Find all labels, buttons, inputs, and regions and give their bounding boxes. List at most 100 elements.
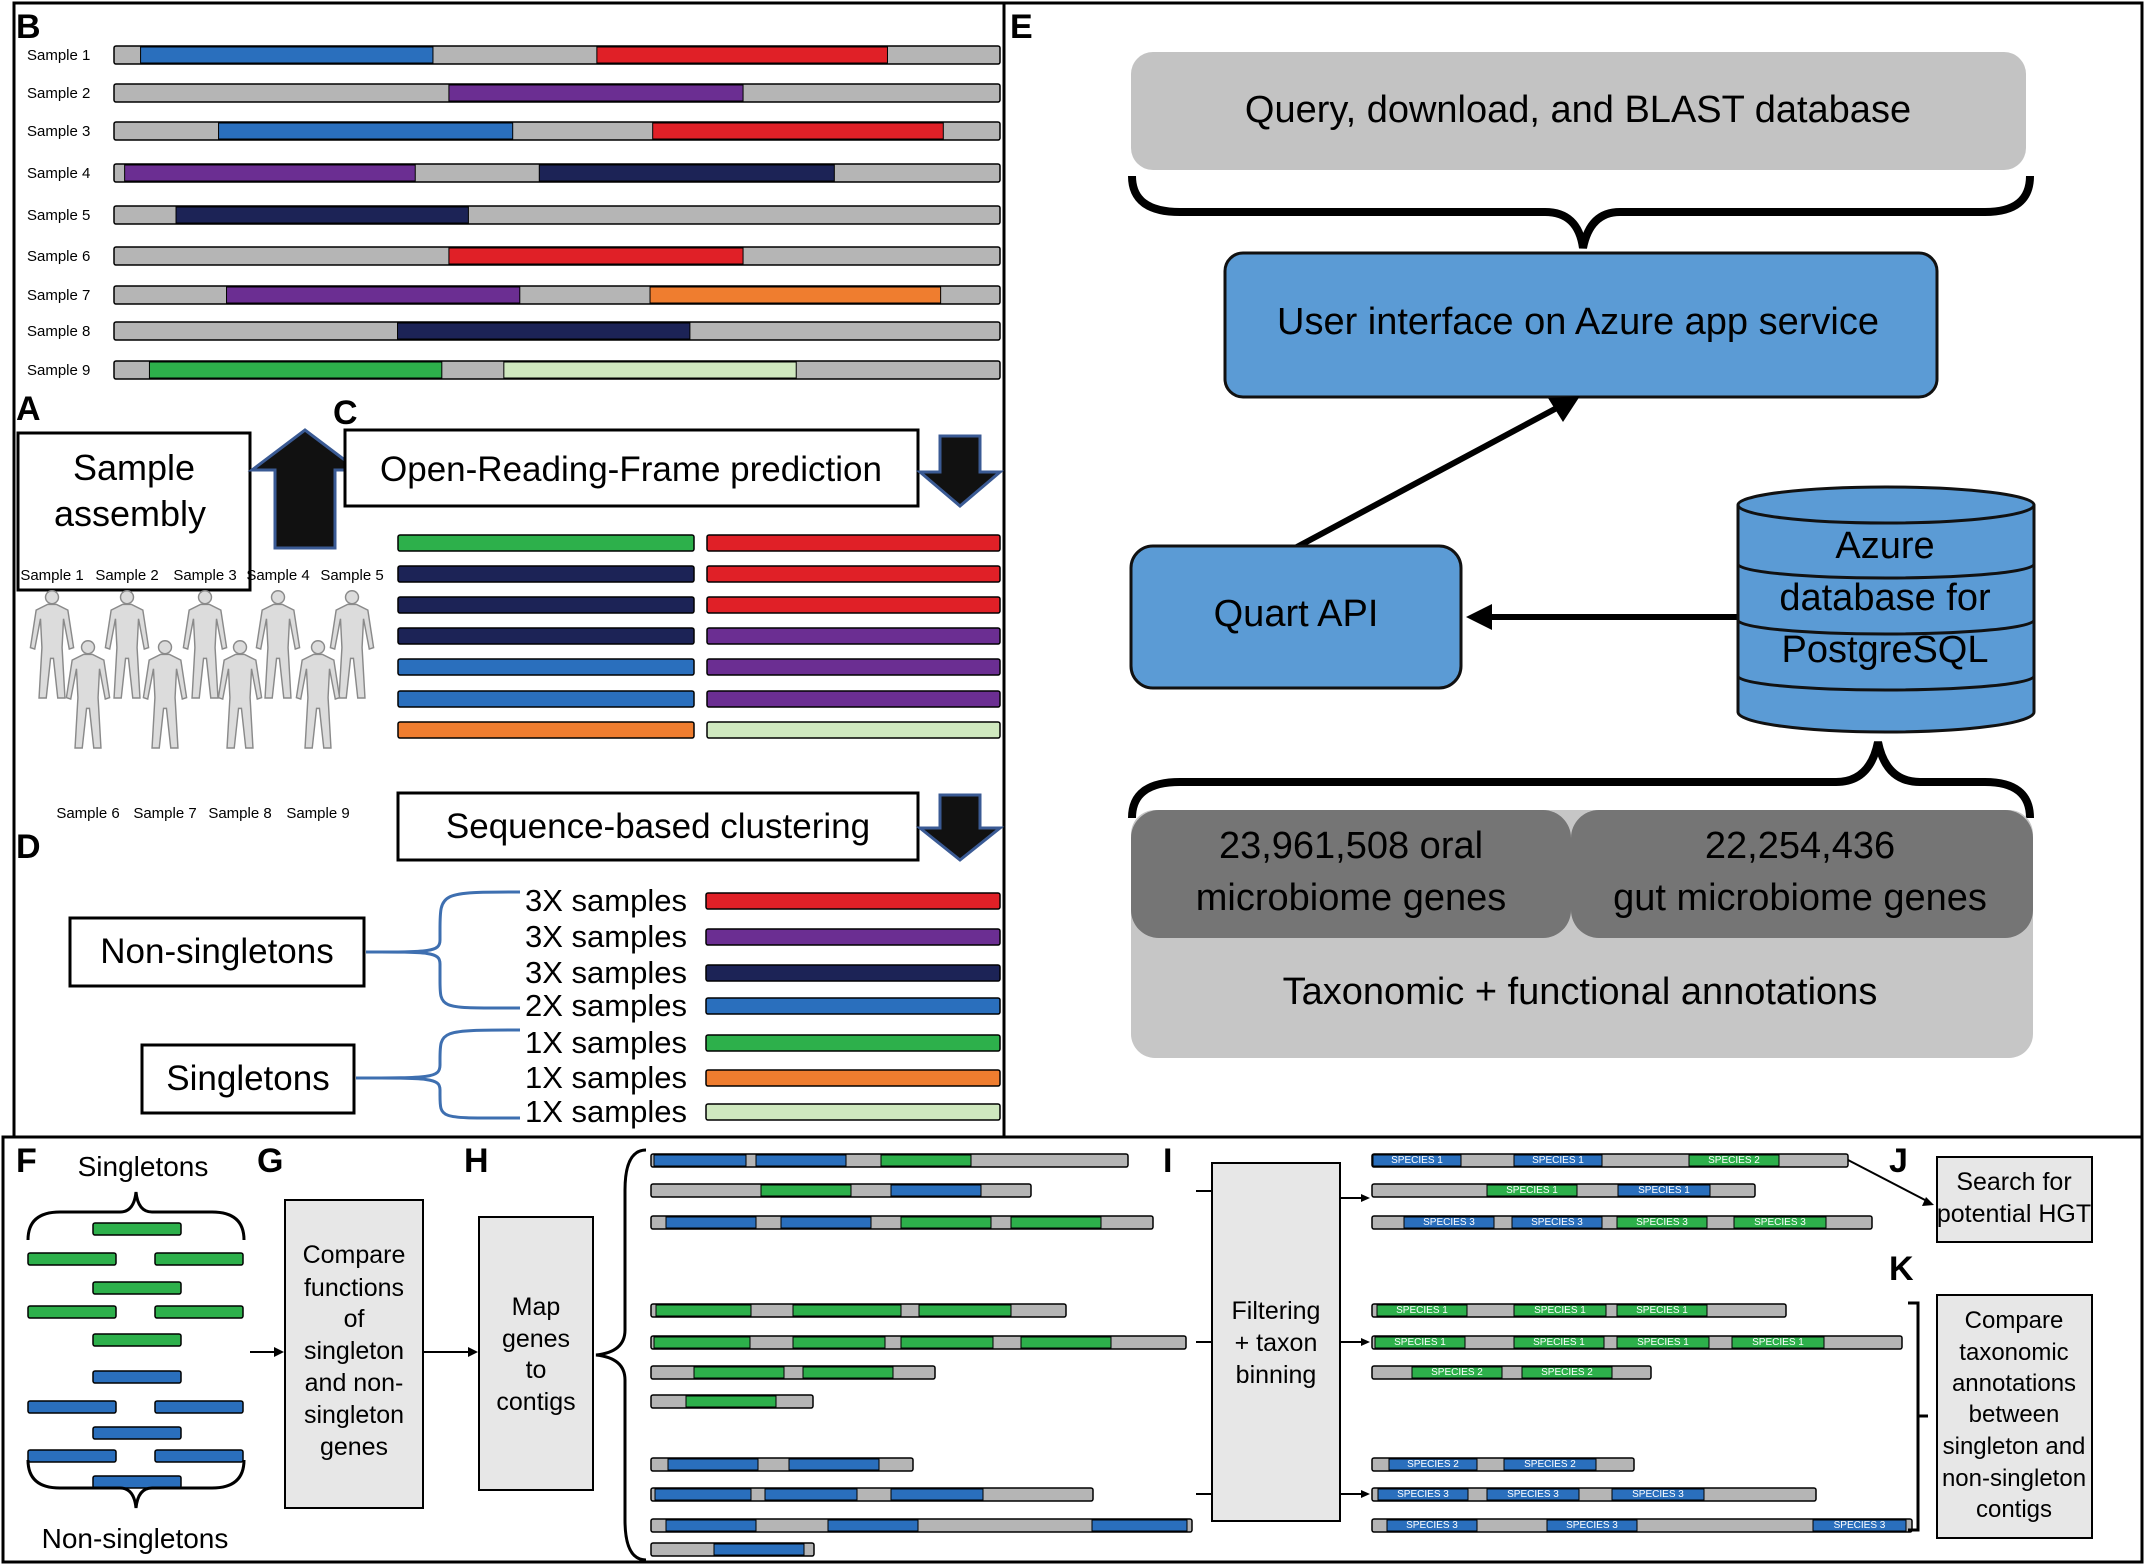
panel-label-j: J [1889,1142,1908,1180]
species-label: SPECIES 2 [1431,1367,1483,1378]
g-line-6: singleton [304,1401,404,1429]
sample-assembly-label-line1: Sample [73,447,195,488]
api-box [1129,544,1463,690]
i-line-3: binning [1236,1361,1317,1389]
db-label-line1: Azure [1835,525,1934,567]
panel-label-i: I [1163,1142,1172,1180]
db-label-line2: database for [1779,577,1991,619]
ui-label: User interface on Azure app service [1277,301,1879,343]
gene-segment [665,1519,757,1532]
sample-label: Sample 2 [27,85,90,102]
gene-segment [890,1488,984,1501]
f-bottom-brace [26,1459,246,1509]
panel-f-gene-sets: Singletons Non-singletons [26,1151,246,1554]
singletons-label: Singletons [166,1059,329,1098]
people-sample-label: Sample 4 [246,567,309,584]
orf-title: Open-Reading-Frame prediction [380,450,882,489]
j-arrowhead [1922,1197,1934,1206]
k-line-6: non-singleton [1942,1465,2086,1492]
annotations-label: Taxonomic + functional annotations [1283,971,1878,1013]
h-line-1: Map [512,1293,561,1321]
binned-gene-segment [1376,1304,1468,1317]
human-figure-icon [29,590,75,699]
gene-segment [788,1458,880,1471]
gut-genes-line1: 22,254,436 [1705,825,1895,867]
gene-segment [880,1154,972,1167]
orf-gene-bar [397,596,695,614]
gene-bar [27,1449,117,1463]
species-label: SPECIES 2 [1524,1459,1576,1470]
species-label: SPECIES 3 [1566,1520,1618,1531]
gene-segment [649,286,942,304]
sample-label: Sample 1 [27,47,90,64]
h-contig-rows [650,1153,1193,1557]
people-sample-label: Sample 1 [20,567,83,584]
people-sample-label: Sample 9 [286,805,349,822]
api-to-ui-arrowhead [1548,396,1580,422]
f-non-singletons-label: Non-singletons [42,1523,229,1554]
species-label: SPECIES 3 [1507,1489,1559,1500]
gene-segment [148,361,443,379]
non-singletons-bracket [365,890,521,1010]
species-label: SPECIES 2 [1407,1459,1459,1470]
gene-segment [175,206,469,224]
g-line-3: of [344,1305,365,1333]
binned-gene-segment [1616,1304,1708,1317]
cluster-gene-bar [705,997,1001,1015]
binned-gene-segment [1386,1519,1478,1532]
cluster-gene-bar [705,964,1001,982]
binned-gene-segment [1372,1154,1462,1167]
species-label: SPECIES 3 [1406,1520,1458,1531]
bottom-panel-frame [1,1135,2144,1564]
binned-gene-segment [1812,1519,1907,1532]
panel-label-b: B [16,8,41,46]
species-label: SPECIES 1 [1638,1185,1690,1196]
species-label: SPECIES 3 [1636,1217,1688,1228]
gene-segment [1010,1216,1102,1229]
panel-label-f: F [16,1142,37,1180]
f-gene-bars [27,1222,244,1489]
orf-gene-bar [706,596,1001,614]
sample-label: Sample 8 [27,323,90,340]
cluster-gene-bar [705,1103,1001,1121]
binned-gene-segment [1503,1458,1597,1471]
species-label: SPECIES 1 [1532,1155,1584,1166]
sample-label: Sample 9 [27,362,90,379]
orf-gene-bar [397,565,695,583]
sample-label: Sample 5 [27,207,90,224]
human-figure-icon [255,590,301,699]
clustering-title-box [396,791,920,862]
gene-bar [27,1252,117,1266]
j-line-1: Search for [1956,1168,2071,1196]
species-label: SPECIES 1 [1391,1155,1443,1166]
binned-contig-bar [1371,1487,1817,1502]
db-label-line3: PostgreSQL [1782,629,1989,671]
gene-segment [780,1216,872,1229]
species-label: SPECIES 3 [1397,1489,1449,1500]
people-sample-label: Sample 6 [56,805,119,822]
species-label: SPECIES 2 [1708,1155,1760,1166]
species-label: SPECIES 1 [1752,1337,1804,1348]
gene-segment [1091,1519,1188,1532]
gene-segment [713,1543,805,1556]
api-to-ui-arrow [1293,399,1570,551]
gene-bar [92,1475,182,1489]
f-to-g-arrowhead [274,1347,284,1357]
species-label: SPECIES 1 [1396,1305,1448,1316]
binned-gene-segment [1486,1184,1578,1197]
cluster-count-label: 3X samples [525,883,687,918]
gene-bar [27,1305,117,1319]
binned-gene-segment [1616,1336,1710,1349]
gene-segment [448,247,744,265]
binned-gene-segment [1546,1519,1638,1532]
gene-segment [448,84,744,102]
binned-gene-segment [1513,1336,1605,1349]
species-label: SPECIES 3 [1834,1520,1886,1531]
binned-gene-segment [1513,1304,1607,1317]
g-line-7: genes [320,1433,388,1461]
species-label: SPECIES 1 [1394,1337,1446,1348]
binned-gene-segment [1617,1184,1711,1197]
